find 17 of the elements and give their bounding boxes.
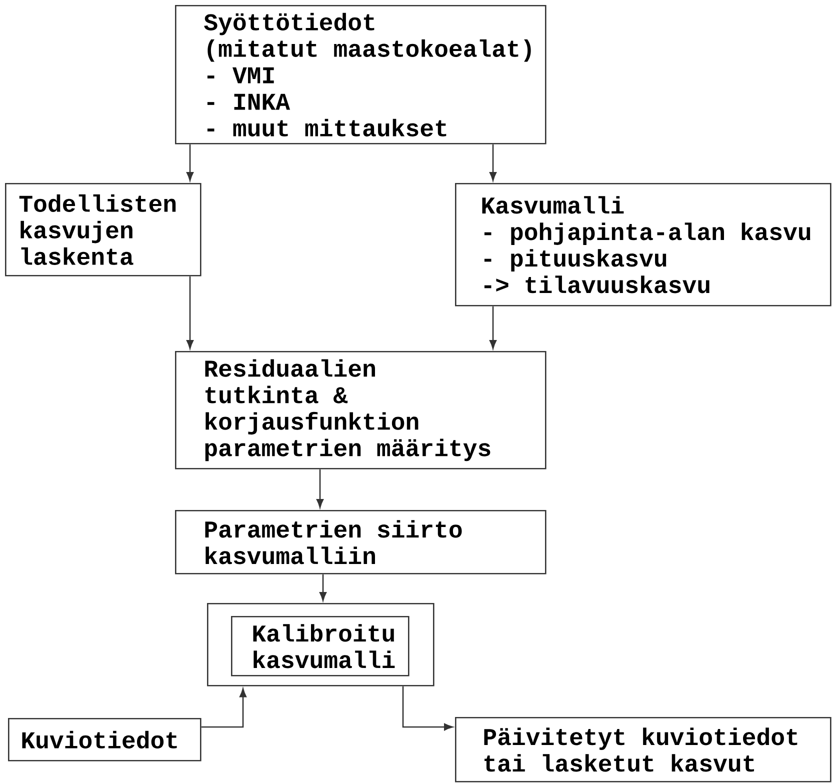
arrow (402, 686, 453, 731)
arrow (201, 688, 247, 728)
process-box: Residuaalien tutkinta & korjausfunktion parametrien määritys (175, 351, 546, 470)
process-box: Kasvumalli - pohjapinta-alan kasvu - pituuskasvu -> tilavuuskasvu (455, 183, 832, 306)
arrow (186, 276, 194, 349)
arrow (319, 574, 327, 601)
arrow (489, 144, 497, 181)
process-box: Kuviotiedot (8, 718, 202, 762)
process-box: Päivitetyt kuviotiedot tai lasketut kasvut (455, 717, 832, 782)
process-box: Parametrien siirto kasvumalliin (175, 510, 546, 574)
frame-box (207, 603, 434, 686)
process-box: Kalibroitu kasvumalli (231, 616, 410, 676)
arrow (489, 306, 497, 349)
process-box: Syöttötiedot (mitatut maastokoealat) - VMI - INKA - muut mittaukset (175, 5, 546, 144)
arrow (186, 144, 194, 181)
arrow (316, 469, 324, 508)
process-box: Todellisten kasvujen laskenta (5, 183, 202, 276)
